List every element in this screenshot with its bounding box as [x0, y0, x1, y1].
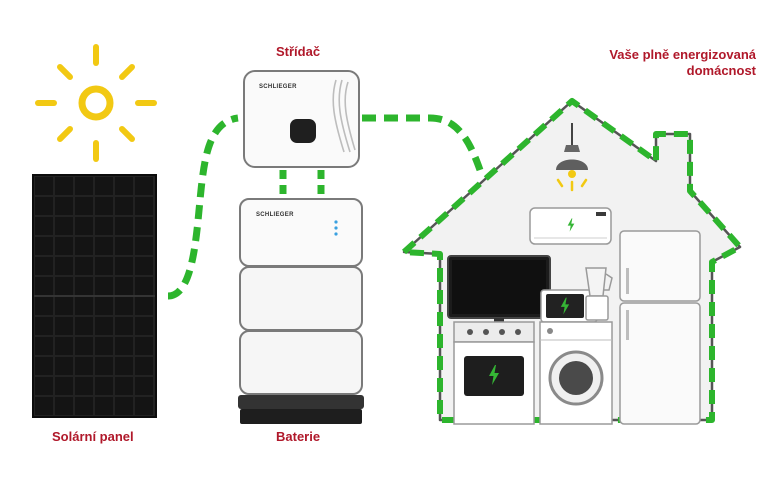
home-label: Vaše plně energizovaná domácnost: [609, 47, 756, 78]
inverter-brand-logo: SCHLIEGER: [259, 84, 297, 90]
battery-label: Baterie: [276, 429, 321, 444]
sun-icon: [35, 44, 157, 162]
washing-machine: [539, 321, 613, 425]
battery-stack: SCHLIEGER: [238, 198, 364, 424]
ceiling-lamp-icon: [556, 123, 588, 192]
blender: [585, 267, 613, 321]
inverter-display: [290, 119, 316, 143]
inverter-label: Střídač: [276, 44, 321, 59]
solar-panel-label: Solární panel: [52, 429, 134, 444]
television: [447, 255, 551, 323]
battery-brand-logo: SCHLIEGER: [256, 212, 294, 218]
inverter: SCHLIEGER: [243, 70, 360, 168]
inverter-battery-flow: [279, 170, 325, 197]
refrigerator: [619, 230, 701, 425]
solar-panel: [32, 174, 157, 418]
panel-to-inverter-flow: [167, 114, 239, 300]
house-energy-flow: [401, 98, 743, 423]
inverter-to-house-flow: [362, 114, 484, 172]
inverter-vent-lines: [332, 79, 356, 153]
air-conditioner: [529, 207, 612, 245]
stove-oven: [453, 321, 535, 425]
